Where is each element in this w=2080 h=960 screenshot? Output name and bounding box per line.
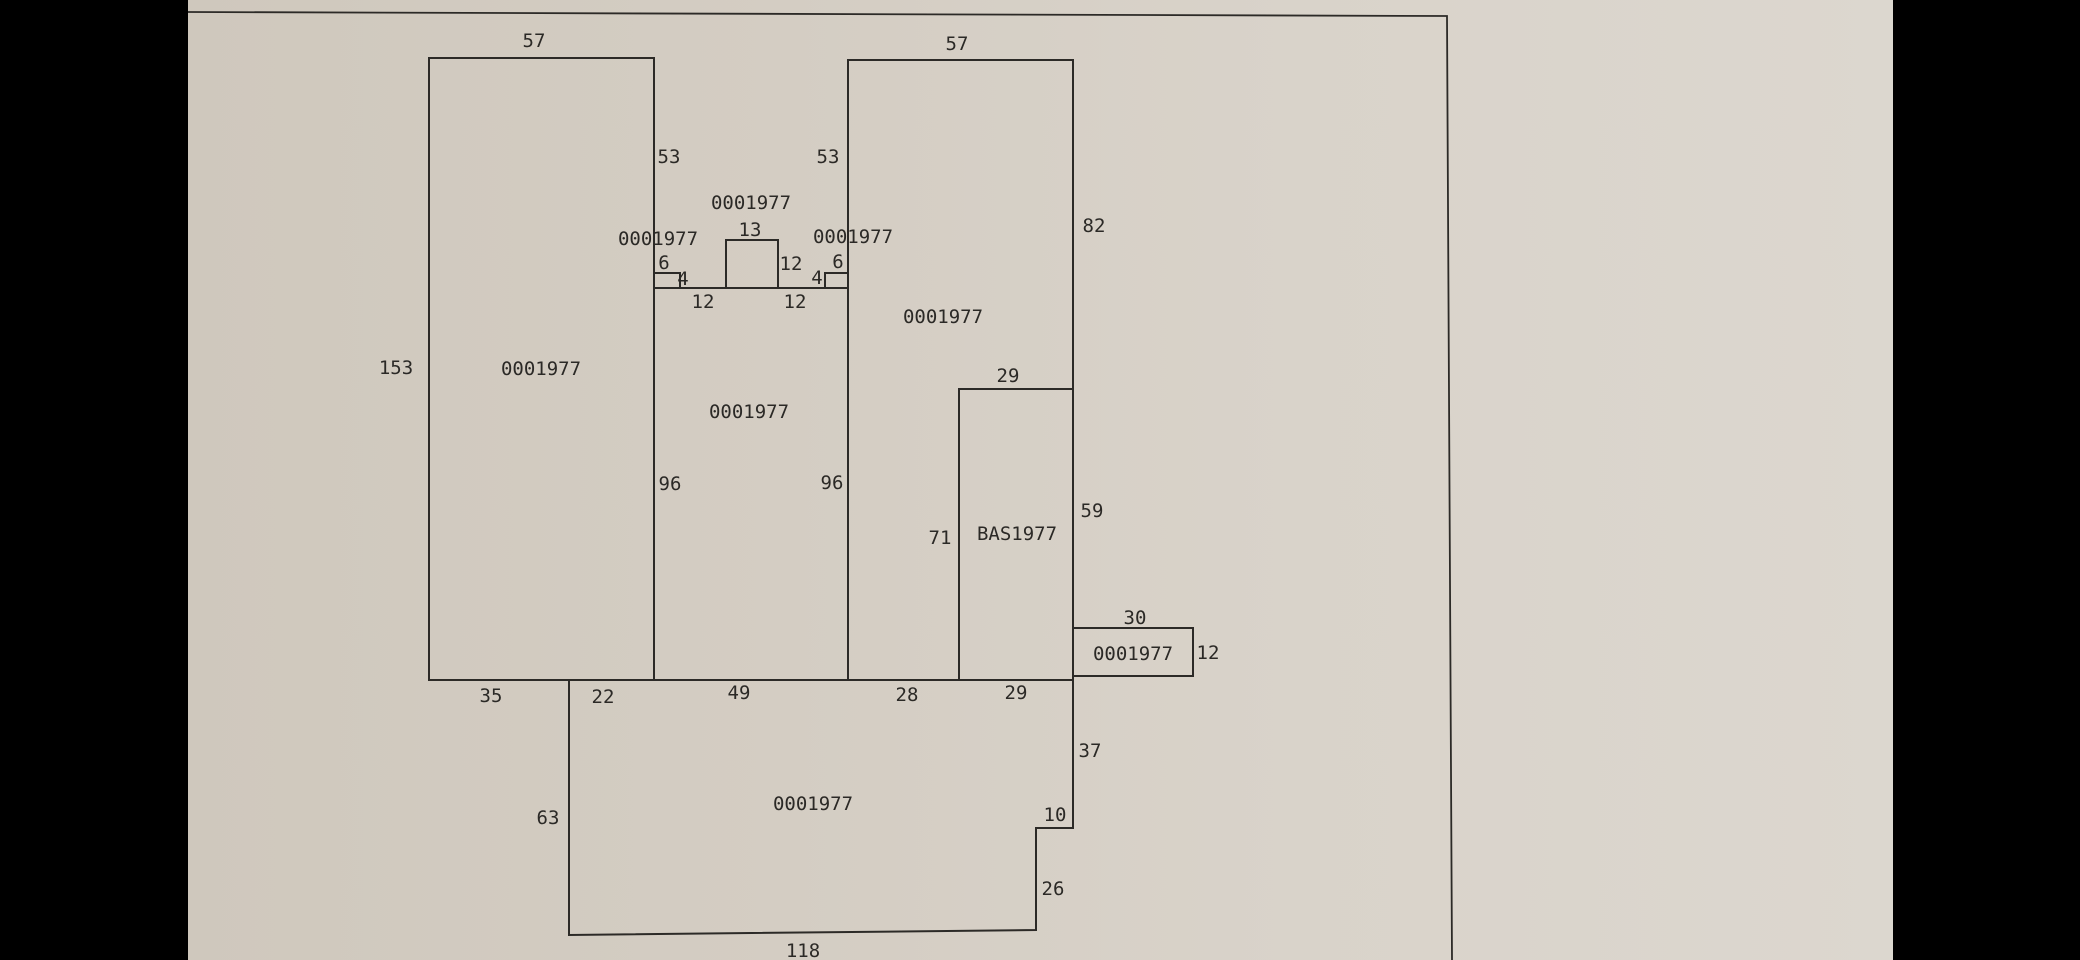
dim-left-bottom: 35 xyxy=(480,685,503,707)
dim-lower-bottom: 118 xyxy=(786,940,820,960)
lower-section-label: 0001977 xyxy=(773,793,853,815)
dim-bump-height: 12 xyxy=(1197,642,1220,664)
dim-ledge-left: 12 xyxy=(692,291,715,313)
dim-right-top: 57 xyxy=(946,33,969,55)
dim-mid-28: 28 xyxy=(896,684,919,706)
dim-mid-22: 22 xyxy=(592,686,615,708)
page-border xyxy=(187,11,1453,960)
dim-notch-left-height: 6 xyxy=(658,252,669,274)
dim-left-top: 57 xyxy=(523,30,546,52)
dim-center-right-upper: 53 xyxy=(817,146,840,168)
dim-right-side-mid: 59 xyxy=(1081,500,1104,522)
notch-left-label: 0001977 xyxy=(618,228,698,250)
left-wing-label: 0001977 xyxy=(501,358,581,380)
bump-out-outline xyxy=(1072,627,1194,677)
notch-right-outline xyxy=(824,272,849,289)
paper-sheet xyxy=(188,0,1893,960)
dim-lower-right-lower: 26 xyxy=(1042,878,1065,900)
dim-lower-left-height: 63 xyxy=(537,807,560,829)
dim-lower-right-upper: 37 xyxy=(1079,740,1102,762)
dim-mid-49: 49 xyxy=(728,682,751,704)
notch-right-label: 0001977 xyxy=(813,226,893,248)
notch-left-outline xyxy=(653,272,681,289)
dim-alcove-height: 12 xyxy=(780,253,803,275)
dim-notch-right-height: 6 xyxy=(832,251,843,273)
dim-bas-height: 71 xyxy=(929,527,952,549)
bump-out-label: 0001977 xyxy=(1093,643,1173,665)
dim-bas-top: 29 xyxy=(997,365,1020,387)
dim-center-left-lower: 96 xyxy=(659,473,682,495)
lower-section-outline xyxy=(568,679,1074,937)
dim-center-right-lower: 96 xyxy=(821,472,844,494)
bas-area-label: BAS1977 xyxy=(977,523,1057,545)
right-wing-label: 0001977 xyxy=(903,306,983,328)
dim-right-side-upper: 82 xyxy=(1083,215,1106,237)
dim-left-height: 153 xyxy=(379,357,413,379)
dim-alcove-width: 13 xyxy=(739,219,762,241)
dim-mid-29: 29 xyxy=(1005,682,1028,704)
center-room-label: 0001977 xyxy=(709,401,789,423)
dim-notch-left-width: 4 xyxy=(677,268,688,290)
dim-notch-right-width: 4 xyxy=(811,267,822,289)
alcove-top-label: 0001977 xyxy=(711,192,791,214)
alcove-outline xyxy=(725,239,779,289)
right-wing-outline xyxy=(847,59,1074,681)
dim-bump-width: 30 xyxy=(1124,607,1147,629)
center-room-outline xyxy=(653,287,849,681)
dim-lower-step: 10 xyxy=(1044,804,1067,826)
dim-ledge-right: 12 xyxy=(784,291,807,313)
dim-center-left-upper: 53 xyxy=(658,146,681,168)
